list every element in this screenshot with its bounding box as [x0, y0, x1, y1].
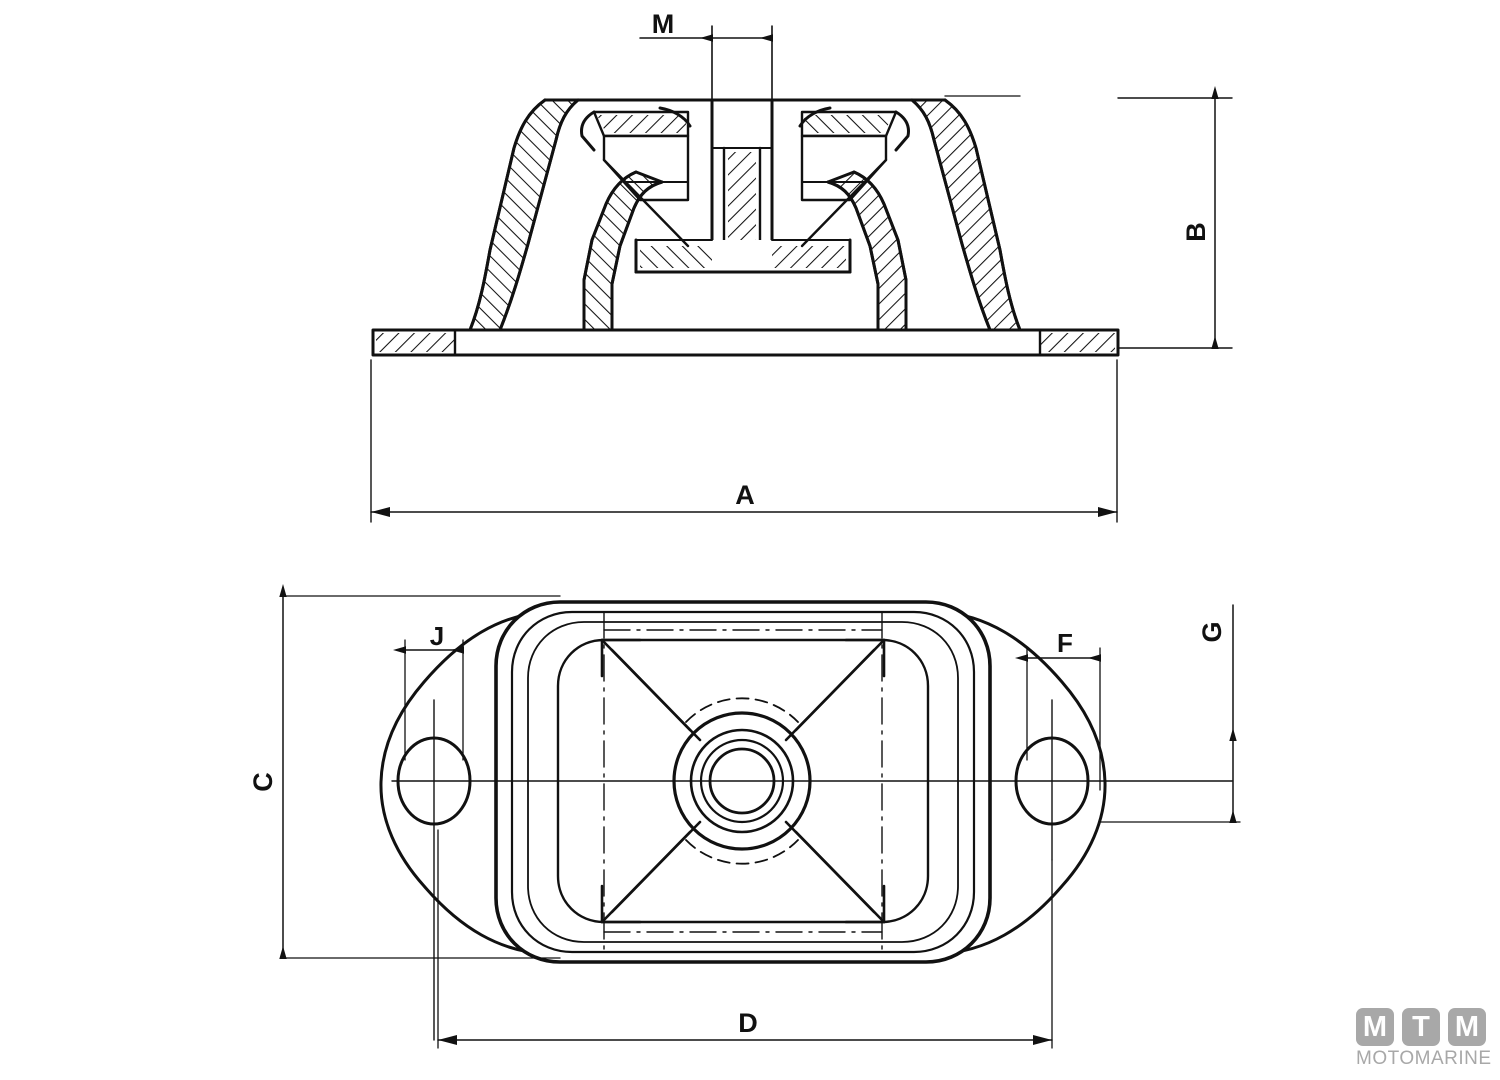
logo-letter-m2: M [1448, 1008, 1486, 1046]
dimension-label-F: F [1057, 628, 1073, 658]
dimension-label-D: D [738, 1008, 758, 1038]
dimension-B [1117, 86, 1233, 349]
plan-view [279, 584, 1241, 1049]
mtm-motomarine-logo: M T M MOTOMARINE [1356, 1008, 1492, 1072]
dimension-label-A: A [735, 480, 755, 510]
wing-flange-left [379, 610, 550, 956]
inner-metal-plate-left [580, 106, 692, 202]
body-centre-lines [603, 611, 883, 953]
rubber-body-left [468, 98, 580, 332]
dimension-D [437, 829, 1053, 1049]
rib-spokes [600, 638, 886, 924]
cross-section-view [370, 25, 1233, 523]
logo-wordmark: MOTOMARINE [1356, 1048, 1492, 1069]
hub-hidden-arcs [685, 697, 799, 865]
web-left [602, 158, 690, 248]
wing-flange-right [936, 610, 1107, 956]
central-core [710, 98, 774, 272]
dimension-J [393, 639, 464, 761]
web-right [800, 158, 888, 248]
dimension-label-B: B [1181, 222, 1211, 242]
dimension-G [1099, 604, 1241, 823]
rubber-leg-left [582, 170, 664, 332]
logo-letter-t: T [1402, 1008, 1440, 1046]
dimension-label-M: M [652, 9, 675, 39]
mount-body-outline [494, 600, 992, 964]
dimension-A [370, 359, 1118, 523]
dimension-C [279, 584, 561, 959]
core-bottom-plate [634, 238, 852, 274]
logo-letter-m1: M [1356, 1008, 1394, 1046]
dimension-label-J: J [430, 621, 444, 651]
dimension-label-C: C [248, 772, 278, 792]
inner-metal-plate-right [798, 106, 910, 202]
hole-centre-lines [391, 699, 1233, 1041]
dimension-F [1015, 647, 1101, 791]
dimension-label-G: G [1197, 621, 1227, 642]
base-plate [371, 328, 1120, 357]
rubber-body-right [910, 98, 1022, 332]
